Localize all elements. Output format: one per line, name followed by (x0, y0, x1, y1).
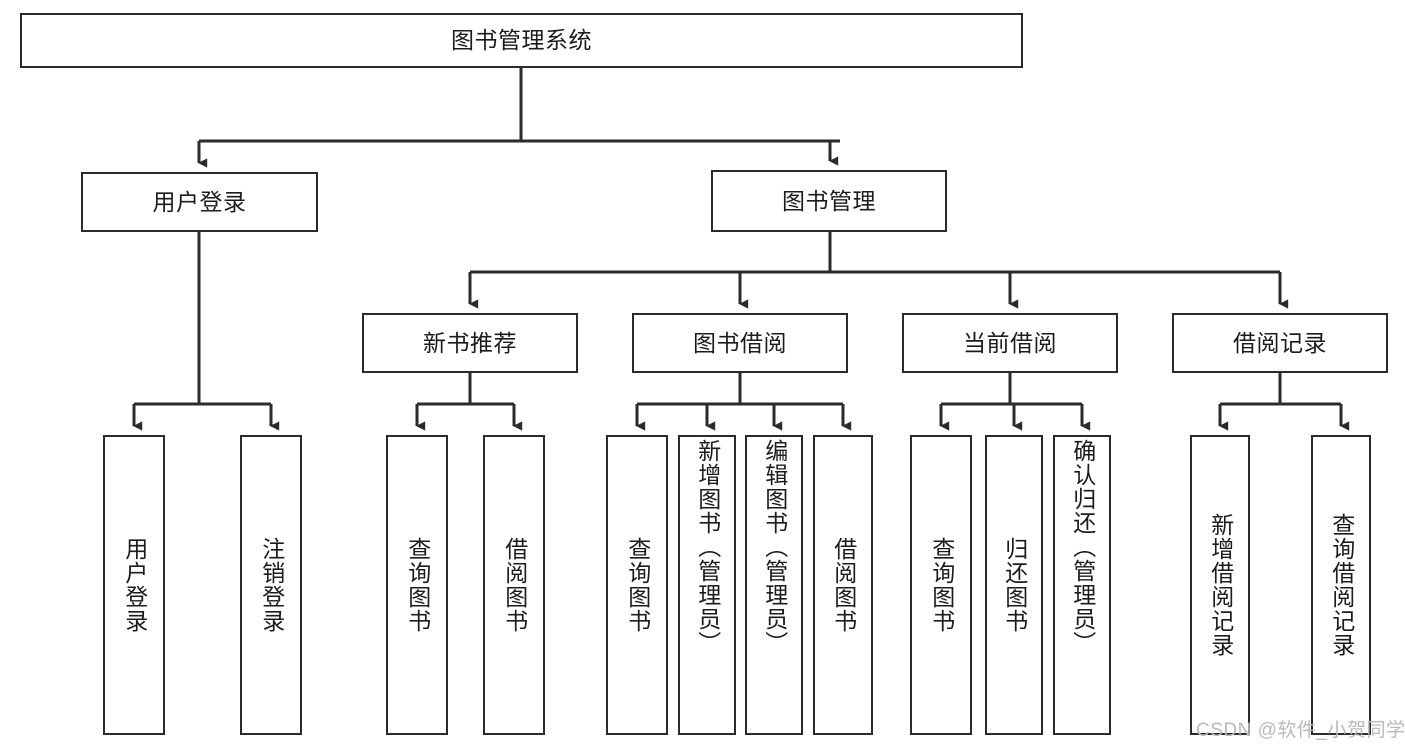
node-book-management[interactable]: 图书管理 (711, 170, 947, 232)
leaf-add-book-admin-label: 新增图书（管理员） (694, 439, 721, 655)
leaf-query-borrow-record[interactable]: 查询借阅记录 (1311, 435, 1371, 735)
node-borrow-record[interactable]: 借阅记录 (1172, 313, 1388, 373)
node-book-management-label: 图书管理 (782, 187, 876, 214)
leaf-edit-book-admin[interactable]: 编辑图书（管理员） (745, 435, 803, 735)
node-current-borrow-label: 当前借阅 (963, 329, 1057, 356)
node-user-login-label: 用户登录 (152, 188, 247, 215)
leaf-query-book-current-label: 查询图书 (928, 537, 955, 633)
leaf-query-book-current[interactable]: 查询图书 (910, 435, 972, 735)
leaf-add-borrow-record[interactable]: 新增借阅记录 (1190, 435, 1250, 735)
leaf-edit-book-admin-label: 编辑图书（管理员） (761, 439, 788, 655)
node-user-login[interactable]: 用户登录 (81, 172, 318, 232)
node-book-borrow-label: 图书借阅 (693, 329, 787, 356)
node-root-label: 图书管理系统 (451, 27, 592, 54)
leaf-query-book-newbook[interactable]: 查询图书 (386, 435, 448, 735)
leaf-return-book[interactable]: 归还图书 (985, 435, 1043, 735)
leaf-user-login-label: 用户登录 (121, 537, 148, 633)
node-book-borrow[interactable]: 图书借阅 (632, 313, 848, 373)
leaf-logout-label: 注销登录 (258, 537, 285, 633)
leaf-confirm-return-admin[interactable]: 确认归还（管理员） (1053, 435, 1111, 735)
node-borrow-record-label: 借阅记录 (1233, 329, 1327, 356)
node-root[interactable]: 图书管理系统 (20, 13, 1023, 68)
node-current-borrow[interactable]: 当前借阅 (902, 313, 1118, 373)
leaf-borrow-book[interactable]: 借阅图书 (813, 435, 873, 735)
node-new-book-recommend-label: 新书推荐 (423, 329, 517, 356)
leaf-query-book-borrow[interactable]: 查询图书 (606, 435, 668, 735)
leaf-add-borrow-record-label: 新增借阅记录 (1207, 513, 1234, 657)
leaf-borrow-book-label: 借阅图书 (830, 537, 857, 633)
leaf-confirm-return-admin-label: 确认归还（管理员） (1069, 439, 1096, 655)
node-new-book-recommend[interactable]: 新书推荐 (362, 313, 578, 373)
leaf-query-borrow-record-label: 查询借阅记录 (1328, 513, 1355, 657)
leaf-query-book-newbook-label: 查询图书 (404, 537, 431, 633)
csdn-watermark: CSDN @软件_小贺同学 (1196, 720, 1405, 741)
leaf-user-login[interactable]: 用户登录 (103, 435, 165, 735)
leaf-add-book-admin[interactable]: 新增图书（管理员） (678, 435, 736, 735)
leaf-borrow-book-newbook[interactable]: 借阅图书 (483, 435, 545, 735)
leaf-logout[interactable]: 注销登录 (240, 435, 302, 735)
leaf-borrow-book-newbook-label: 借阅图书 (501, 537, 528, 633)
leaf-query-book-borrow-label: 查询图书 (624, 537, 651, 633)
leaf-return-book-label: 归还图书 (1001, 537, 1028, 633)
